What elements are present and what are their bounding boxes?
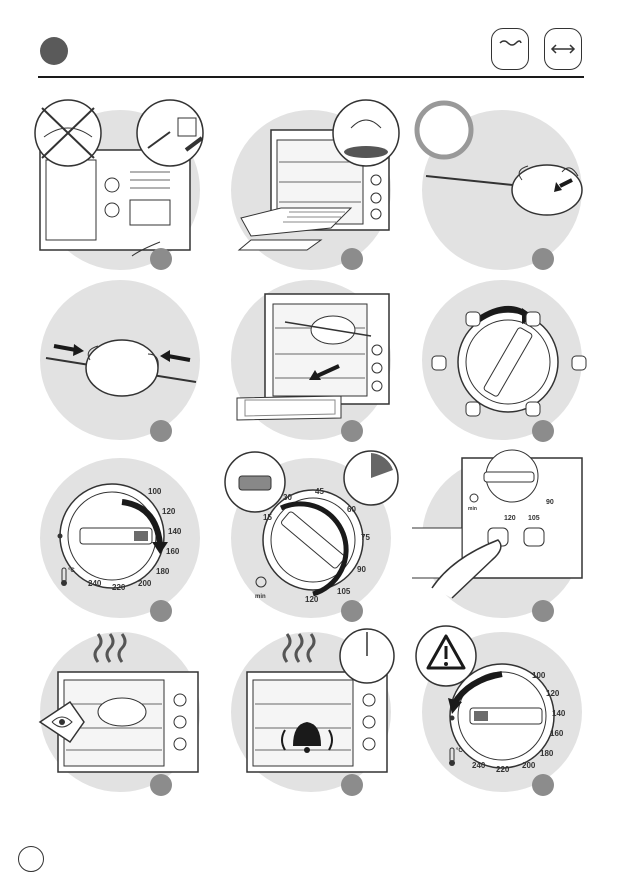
warn-temp-140: 140 [552,709,566,718]
detail-label-90: 90 [546,499,554,506]
step-rotisserie-button: 90 105 120 min [412,448,582,618]
temp-label-120: 120 [162,507,176,516]
step-unplug [30,100,200,270]
step-badge [150,600,172,622]
temp-label-220: 220 [112,583,126,592]
timer-label-75: 75 [361,533,370,542]
timer-label-30: 30 [283,493,292,502]
step-end-bell [221,622,391,792]
timer-label-120: 120 [305,595,319,604]
step-badge [532,600,554,622]
width-arrows-icon [544,28,582,70]
temperature-knob-icon: 100 120 140 160 180 200 220 240 °C [30,448,210,628]
warn-temp-240: 240 [472,761,486,770]
step-temperature: 100 120 140 160 180 200 220 240 °C [30,448,200,618]
steam-icon [491,28,529,70]
step-badge [150,248,172,270]
step-insert-tray [221,100,391,270]
step-spit-chicken [412,100,582,270]
step-fork-clamp [30,270,200,440]
timer-knob-icon: 15 30 45 60 75 90 105 120 min [221,448,401,628]
hot-warning-icon: 100 120 140 160 180 200 220 240 °C [412,622,592,802]
fork-clamp-chicken-icon [30,270,210,450]
unplug-power-icon [30,100,210,280]
spit-insert-chicken-icon [412,100,592,280]
temp-label-200: 200 [138,579,152,588]
temp-label-140: 140 [168,527,182,536]
rotisserie-button-icon: 90 105 120 min [412,448,592,628]
header-rule [38,76,584,78]
detail-unit-label: min [468,506,477,512]
temp-label-180: 180 [156,567,170,576]
watch-cooking-icon [30,622,210,802]
warn-temp-unit: °C [456,748,463,754]
section-bullet [40,37,68,65]
warn-temp-220: 220 [496,765,510,774]
step-place-rotisserie [221,270,391,440]
step-badge [150,774,172,796]
step-badge [341,600,363,622]
timer-label-90: 90 [357,565,366,574]
step-badge [341,774,363,796]
timer-label-15: 15 [263,513,272,522]
warn-temp-160: 160 [550,729,564,738]
step-badge [341,420,363,442]
end-bell-icon [221,622,401,802]
temp-unit-label: °C [68,568,75,574]
warn-temp-180: 180 [540,749,554,758]
detail-label-105: 105 [528,515,540,522]
page-number-circle [18,846,44,872]
step-badge [532,248,554,270]
step-badge [532,420,554,442]
warn-temp-100: 100 [532,671,546,680]
function-selector-icon [412,270,592,450]
temp-label-100: 100 [148,487,162,496]
step-timer: 15 30 45 60 75 90 105 120 min [221,448,391,618]
temp-label-160: 160 [166,547,180,556]
step-hot-warning: 100 120 140 160 180 200 220 240 °C [412,622,582,792]
temp-label-240: 240 [88,579,102,588]
step-watch-cooking [30,622,200,792]
timer-label-60: 60 [347,505,356,514]
warn-temp-120: 120 [546,689,560,698]
timer-label-45: 45 [315,487,324,496]
detail-label-120: 120 [504,515,516,522]
insert-tray-icon [221,100,401,280]
step-function-selector [412,270,582,440]
step-badge [532,774,554,796]
warn-temp-200: 200 [522,761,536,770]
place-rotisserie-icon [221,270,401,450]
timer-label-105: 105 [337,587,351,596]
step-badge [150,420,172,442]
step-badge [341,248,363,270]
timer-unit-label: min [255,594,266,600]
